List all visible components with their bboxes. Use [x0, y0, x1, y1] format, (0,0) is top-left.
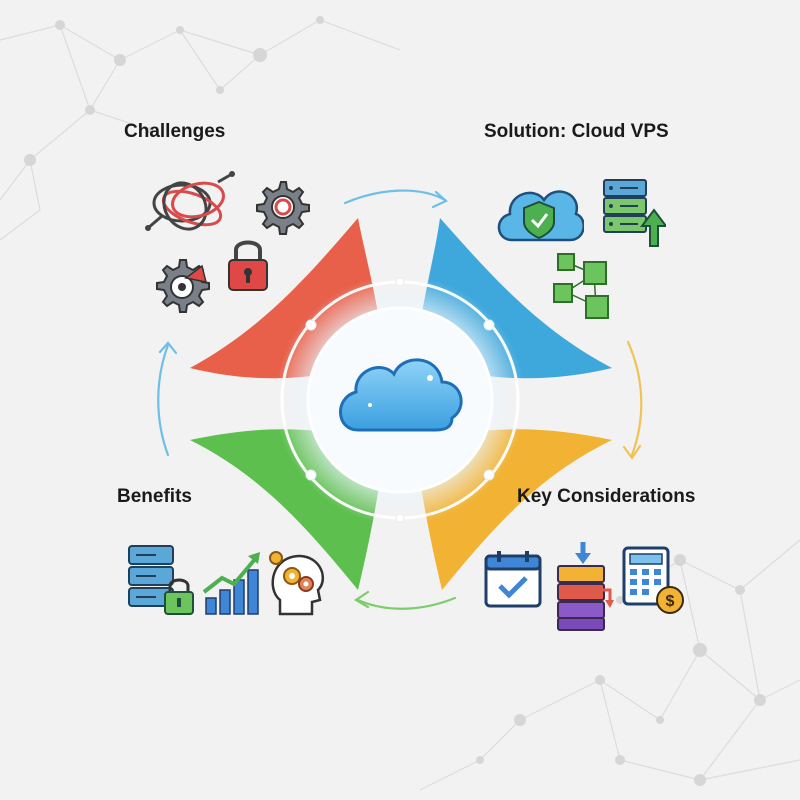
layer-migration-icon [557, 542, 614, 631]
arrow-right [626, 340, 643, 457]
cloud-shield-icon [497, 190, 584, 242]
gear-warning-icon [156, 259, 210, 313]
arrow-bottom [356, 596, 457, 610]
server-stack-icon [603, 179, 666, 247]
secure-server-icon [128, 545, 194, 615]
calendar-check-icon [484, 551, 542, 608]
padlock-icon [228, 240, 268, 291]
growth-chart-icon [202, 552, 260, 615]
calculator-icon: $ [622, 546, 684, 614]
challenges-label: Challenges [124, 121, 226, 142]
upgrade-arrow-icon [640, 208, 666, 247]
benefits-label: Benefits [117, 486, 192, 507]
svg-text:$: $ [666, 593, 675, 610]
dollar-coin-icon: $ [656, 586, 684, 614]
head-gears-icon [269, 551, 325, 616]
cloud-icon [339, 358, 463, 432]
tangled-wires-icon [145, 171, 235, 231]
arrow-left [157, 343, 170, 457]
cubes-network-icon [553, 253, 609, 319]
gear-target-icon [256, 181, 310, 235]
arrow-top [343, 189, 447, 205]
key-considerations-label: Key Considerations [517, 486, 696, 507]
solution-label: Solution: Cloud VPS [484, 121, 669, 142]
